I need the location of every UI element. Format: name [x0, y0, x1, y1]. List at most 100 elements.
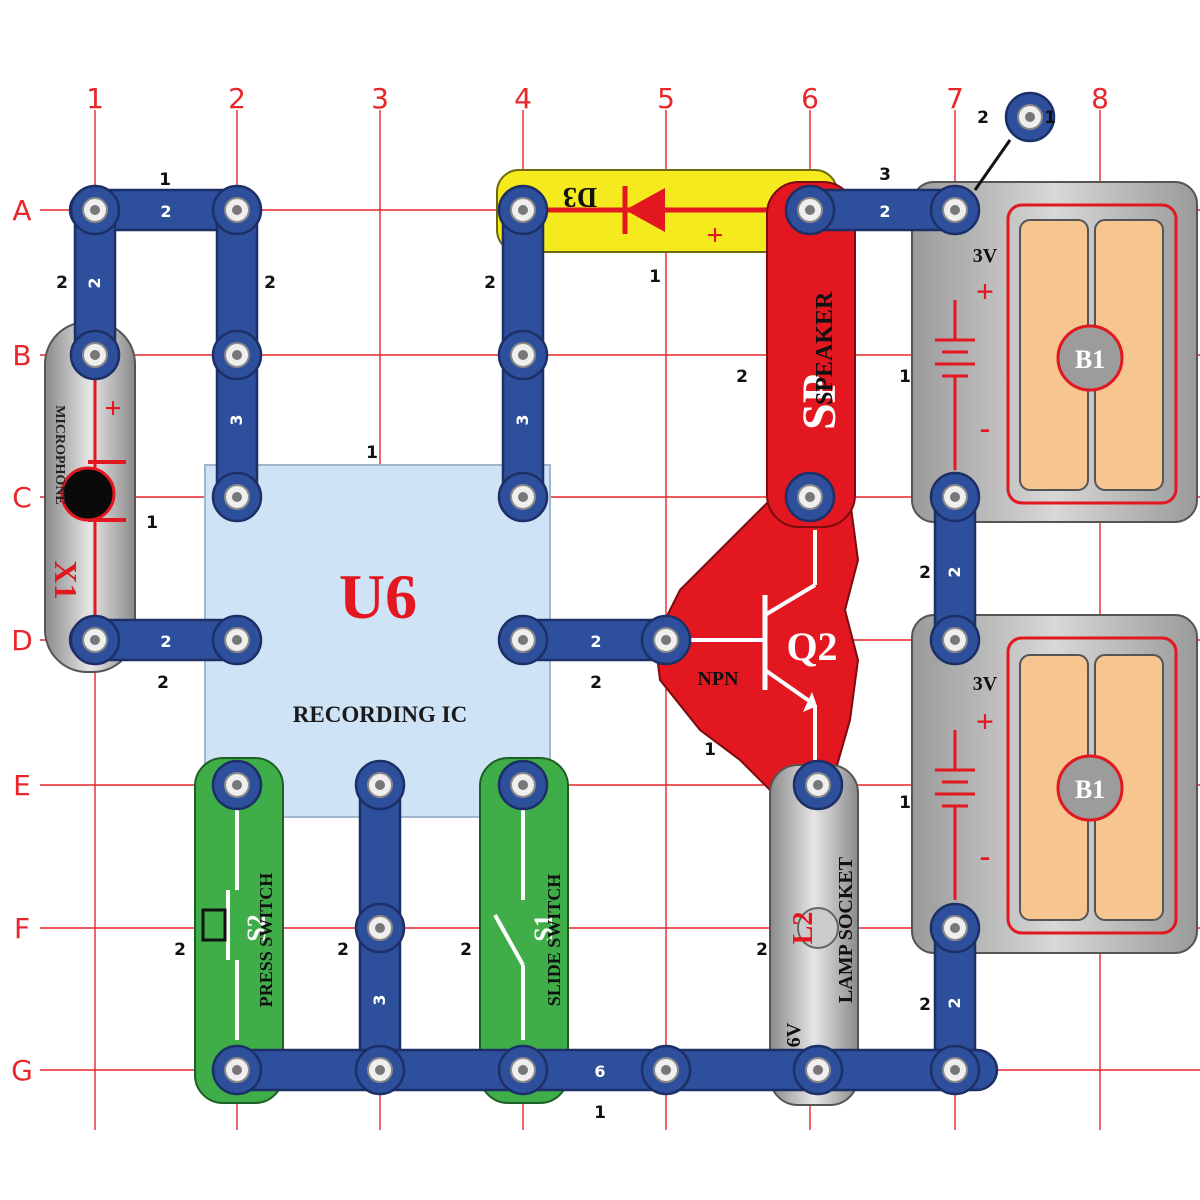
b1-top-level: 1: [899, 367, 911, 387]
snap-connector[interactable]: [69, 329, 121, 381]
b1-bottom-volts: 3V: [973, 673, 998, 695]
snap-connector[interactable]: [69, 614, 121, 666]
diode-arrow-icon: [625, 188, 665, 232]
wire-level: 1: [594, 1103, 606, 1123]
snap-connector[interactable]: [69, 184, 121, 236]
s2-label: S2: [242, 914, 271, 941]
sp-level: 2: [736, 367, 748, 387]
wire-level: 2: [56, 273, 68, 293]
snap-connector[interactable]: [497, 759, 549, 811]
wire-number: 2: [160, 632, 171, 651]
row-label: A: [12, 194, 31, 227]
x1-label: X1: [48, 560, 84, 599]
u6-label: U6: [339, 561, 417, 632]
l2-name: LAMP SOCKET: [835, 856, 857, 1003]
snap-connector[interactable]: [354, 759, 406, 811]
column-label: 2: [228, 82, 246, 115]
b1-battery-bottom[interactable]: B1 3V + - 1: [899, 614, 1198, 954]
column-label: 3: [371, 82, 389, 115]
snap-connector[interactable]: [929, 471, 981, 523]
row-label: F: [14, 912, 30, 945]
b1-top-minus: -: [980, 409, 991, 445]
snap-connector[interactable]: [497, 184, 549, 236]
row-label: E: [13, 769, 31, 802]
d3-diode[interactable]: D3 + 1: [496, 169, 838, 287]
s2-press-switch[interactable]: S2 PRESS SWITCH 2: [174, 757, 284, 1104]
b1-bottom-minus: -: [980, 837, 991, 873]
snap-connector[interactable]: [497, 614, 549, 666]
wire-level: 2: [919, 995, 931, 1015]
snap-connector[interactable]: [792, 759, 844, 811]
lamp-bulb-icon: [797, 907, 839, 949]
wire-number: 3: [513, 414, 532, 425]
sp-speaker[interactable]: SP SPEAKER 2: [736, 181, 856, 528]
wire-number: 3: [370, 994, 389, 1005]
b1-bottom-level: 1: [899, 793, 911, 813]
snap-connector[interactable]: [211, 471, 263, 523]
q2-type: NPN: [697, 668, 739, 690]
wire-number: 2: [160, 202, 171, 221]
q2-transistor[interactable]: Q2 NPN 1: [653, 499, 860, 791]
d3-level: 1: [649, 267, 661, 287]
snap-connector[interactable]: [792, 1044, 844, 1096]
wire-level: 2: [590, 673, 602, 693]
wire-level: 2: [919, 563, 931, 583]
l2-label: L2: [788, 912, 819, 945]
jumper-wire[interactable]: 2: [973, 108, 1012, 191]
snap-connector[interactable]: [354, 1044, 406, 1096]
snap-connector[interactable]: [211, 1044, 263, 1096]
column-label: 7: [946, 82, 964, 115]
wire-g2-g7[interactable]: 6 1: [213, 1048, 999, 1123]
snap-connector[interactable]: [784, 184, 836, 236]
u6-level: 1: [366, 443, 378, 463]
pushbutton-icon: [201, 908, 227, 942]
column-label: 5: [657, 82, 675, 115]
snap-connector[interactable]: [497, 471, 549, 523]
b1-top-volts: 3V: [973, 245, 998, 267]
snap-connector[interactable]: [211, 329, 263, 381]
row-labels: A B C D E F G: [11, 194, 33, 1087]
l2-lamp-socket[interactable]: L2 LAMP SOCKET 6V 2: [756, 764, 859, 1106]
snap-connector[interactable]: [929, 184, 981, 236]
snap-connector[interactable]: [354, 902, 406, 954]
snap-connector[interactable]: [497, 1044, 549, 1096]
row-label: B: [12, 339, 31, 372]
x1-microphone[interactable]: + MICROPHONE X1 1: [44, 321, 158, 673]
d3-plus: +: [706, 219, 723, 252]
l2-volts: 6V: [783, 1022, 805, 1047]
wire-a1-b1[interactable]: 2 2: [56, 186, 117, 380]
snap-connector[interactable]: [929, 614, 981, 666]
wire-level: 1: [159, 170, 171, 190]
row-label: C: [12, 481, 32, 514]
wire-level: 2: [337, 940, 349, 960]
wire-number: 2: [85, 277, 104, 288]
jumper-level: 2: [977, 108, 989, 128]
s1-slide-switch[interactable]: S1 SLIDE SWITCH 2: [460, 757, 569, 1104]
row-label: G: [11, 1054, 33, 1087]
snap-connector[interactable]: [1004, 91, 1056, 143]
b1-battery-top[interactable]: B1 3V + - 1: [899, 181, 1198, 523]
s2-name: PRESS SWITCH: [256, 873, 276, 1008]
b1-top-label: B1: [1075, 345, 1105, 374]
snap-connector[interactable]: [211, 184, 263, 236]
q2-level: 1: [704, 740, 716, 760]
snap-connector[interactable]: [497, 329, 549, 381]
battery-symbol-icon: [935, 730, 975, 900]
wire-a6-a7[interactable]: 2 3: [786, 165, 980, 232]
snap-connector[interactable]: [640, 1044, 692, 1096]
snap-connector[interactable]: [784, 471, 836, 523]
snap-connector[interactable]: [929, 1044, 981, 1096]
snap-connector[interactable]: [929, 902, 981, 954]
wire-number: 2: [590, 632, 601, 651]
jumper-snap-number: 1: [1044, 108, 1056, 128]
wire-d4-d5[interactable]: 2 2: [498, 618, 692, 693]
s2-level: 2: [174, 940, 186, 960]
wire-level: 3: [879, 165, 891, 185]
snap-connectors: 1: [69, 91, 1056, 1096]
snap-connector[interactable]: [640, 614, 692, 666]
snap-connector[interactable]: [211, 614, 263, 666]
snap-connector[interactable]: [211, 759, 263, 811]
b1-bottom-plus: +: [976, 703, 994, 739]
s1-name: SLIDE SWITCH: [544, 874, 564, 1007]
